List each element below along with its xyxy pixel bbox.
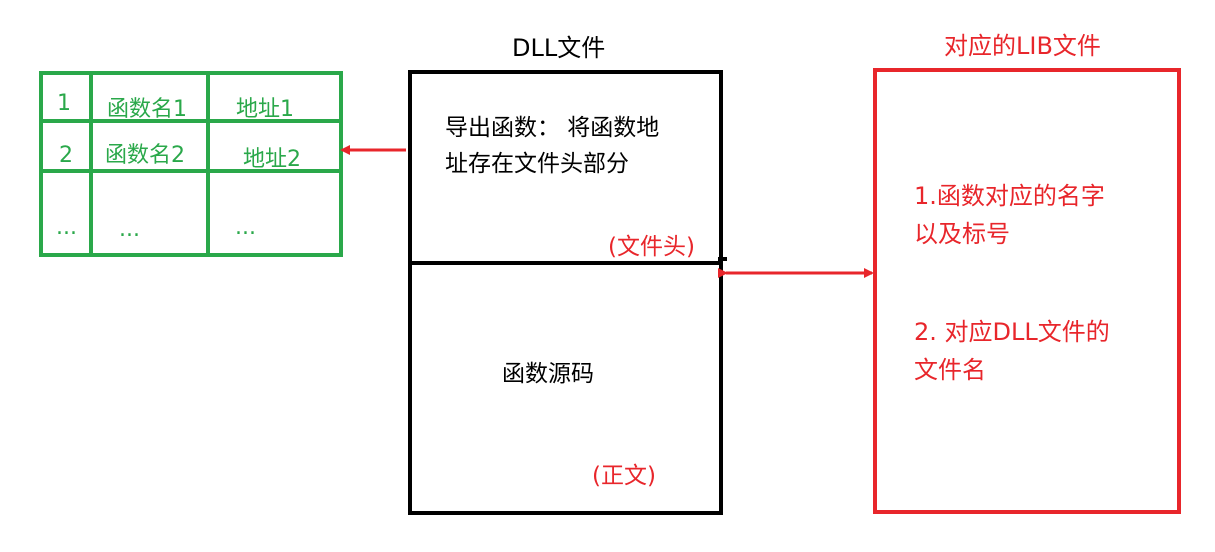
dll-header-text: 导出函数： 将函数地 址存在文件头部分 xyxy=(445,111,659,182)
dll-body-note: (正文) xyxy=(592,463,656,489)
table-cell-address: 地址1 xyxy=(236,97,294,122)
dll-body-text: 函数源码 xyxy=(502,361,594,387)
dll-header-line: 址存在文件头部分 xyxy=(445,150,629,177)
table-cell-index: 1 xyxy=(57,91,71,116)
lib-title: 对应的LIB文件 xyxy=(944,32,1101,60)
lib-box: 1.函数对应的名字 以及标号 2. 对应DLL文件的 文件名 xyxy=(873,68,1181,514)
table-column-divider xyxy=(89,75,93,253)
dll-title: DLL文件 xyxy=(512,34,606,62)
dll-box: 导出函数： 将函数地 址存在文件头部分 (文件头) 函数源码 (正文) xyxy=(408,70,723,515)
table-cell-index: 2 xyxy=(59,143,73,168)
table-row-divider xyxy=(43,169,339,173)
lib-item-2: 2. 对应DLL文件的 文件名 xyxy=(914,313,1110,390)
table-column-divider xyxy=(206,75,210,253)
table-cell-function-name: 函数名2 xyxy=(105,143,185,168)
lib-item-line: 2. 对应DLL文件的 xyxy=(914,318,1110,346)
export-table: 1 函数名1 地址1 2 函数名2 地址2 ... ... ... xyxy=(39,71,343,257)
lib-item-line: 文件名 xyxy=(914,356,986,385)
table-cell-address: ... xyxy=(235,215,256,240)
dll-section-divider xyxy=(412,261,719,265)
table-cell-function-name: 函数名1 xyxy=(107,97,187,122)
lib-item-line: 以及标号 xyxy=(914,220,1010,249)
lib-item-line: 1.函数对应的名字 xyxy=(914,182,1105,210)
table-row-divider xyxy=(43,119,339,123)
dll-header-note: (文件头) xyxy=(608,234,695,260)
table-cell-function-name: ... xyxy=(119,217,140,242)
dll-header-line: 导出函数： 将函数地 xyxy=(445,115,660,141)
lib-item-1: 1.函数对应的名字 以及标号 xyxy=(914,177,1105,254)
table-cell-index: ... xyxy=(56,215,77,240)
table-cell-address: 地址2 xyxy=(243,147,301,172)
